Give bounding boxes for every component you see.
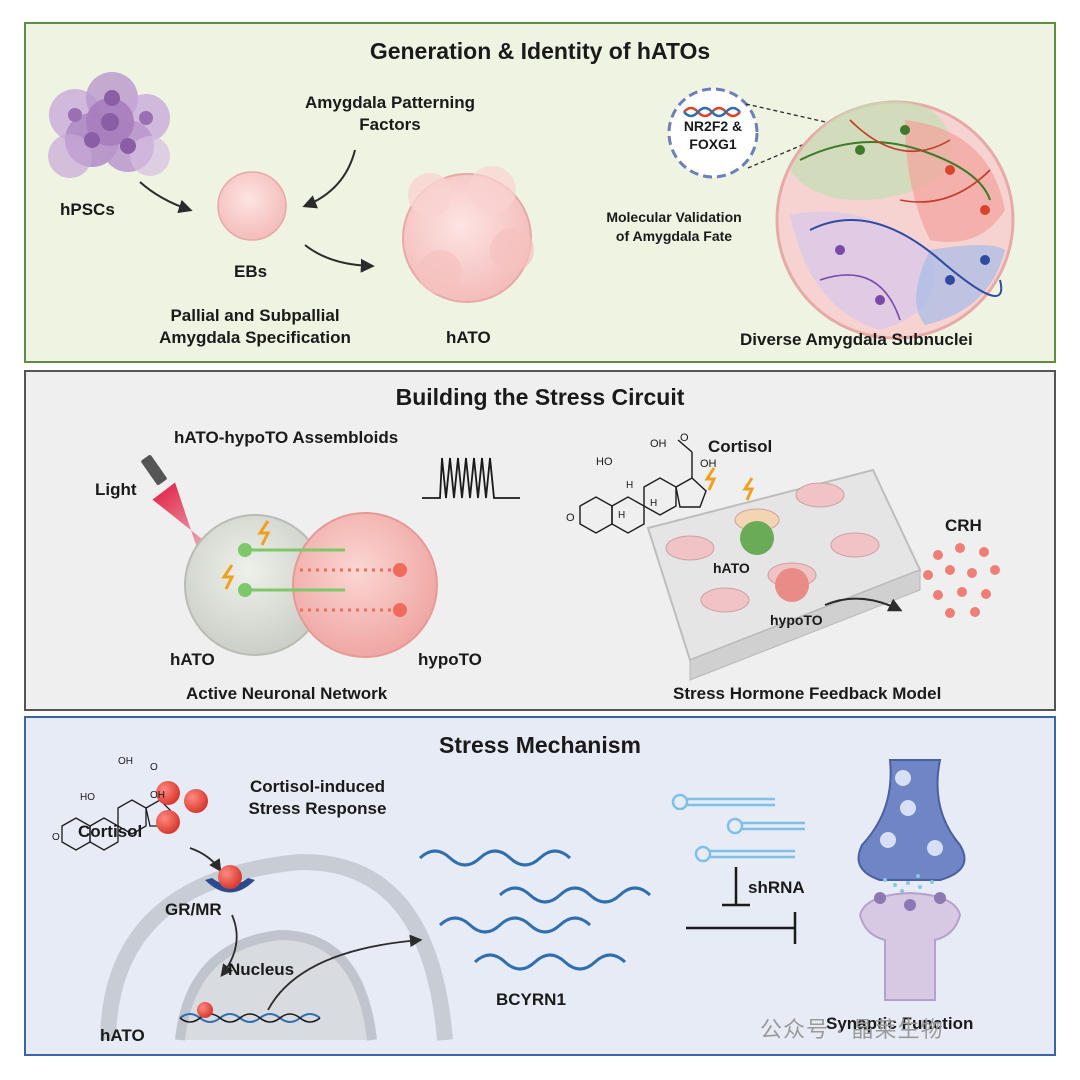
- stress-mechanism-title: Stress Mechanism: [439, 732, 641, 758]
- crh-label: CRH: [945, 516, 982, 535]
- hpsc-to-eb-arrow: [139, 181, 193, 214]
- plate-hato-label: hATO: [713, 560, 750, 576]
- cortisol-to-receptor-arrow: [189, 847, 222, 873]
- patterning-label: Amygdala Patterning Factors: [304, 93, 476, 135]
- crh-release-arrow: [824, 597, 903, 612]
- crh-particles: [923, 543, 1000, 618]
- chem-oh-top: OH: [650, 438, 667, 450]
- assembloids-label: hATO-hypoTO Assembloids: [174, 428, 399, 447]
- nucleus-envelope: [175, 929, 377, 1041]
- chem-small-o-top: O: [150, 762, 158, 773]
- plate-hypoto-label: hypoTO: [770, 612, 823, 628]
- hato-organoid: [402, 166, 534, 303]
- gr-mr-label: GR/MR: [165, 900, 222, 919]
- assembloid: [184, 512, 438, 658]
- dna-binding: [179, 1002, 321, 1023]
- stress-circuit-title: Building the Stress Circuit: [395, 384, 685, 410]
- network-label: Active Neuronal Network: [186, 684, 388, 703]
- feedback-label: Stress Hormone Feedback Model: [673, 684, 942, 703]
- amygdala-subnuclei-organoid: [775, 100, 1015, 340]
- shrna-hairpins: [671, 793, 805, 863]
- cortisol-structure: [579, 439, 707, 534]
- synapse: [857, 759, 966, 1001]
- gene-names-label: NR2F2 & FOXG1: [683, 118, 743, 152]
- eb-sphere: [217, 171, 287, 241]
- cortisol-label-p3: Cortisol: [78, 822, 143, 841]
- light-label: Light: [95, 480, 137, 499]
- hato-label-p1: hATO: [446, 328, 491, 347]
- transcription-arrow: [267, 934, 423, 1011]
- chem-small-ho: HO: [80, 792, 95, 803]
- patterning-arrow: [302, 149, 356, 209]
- culture-plate: [646, 468, 922, 681]
- hato-label-p3: hATO: [100, 1026, 145, 1045]
- hpsc-cluster: [48, 72, 170, 178]
- validation-label: Molecular Validation of Amygdala Fate: [606, 209, 742, 244]
- assembloid-hypoto-label: hypoTO: [418, 650, 482, 669]
- bcyrn1-rna: [418, 849, 652, 971]
- chem-h-3: H: [618, 510, 626, 521]
- hpscs-label: hPSCs: [60, 200, 115, 219]
- chem-small-oh-right: OH: [150, 790, 165, 801]
- synaptic-label: Synaptic Function: [826, 1014, 974, 1033]
- bcyrn1-label: BCYRN1: [496, 990, 566, 1009]
- shrna-inhibit: [722, 867, 750, 907]
- chem-h-2: H: [650, 498, 658, 509]
- gr-mr-receptor: [205, 865, 255, 893]
- bcyrn1-inhibit-line: [686, 912, 797, 944]
- cortisol-label-p2: Cortisol: [708, 437, 773, 456]
- cortisol-molecules: [156, 781, 208, 834]
- receptor-to-nucleus-arrow: [220, 914, 238, 978]
- ebs-label: EBs: [234, 262, 268, 281]
- spike-trace: [422, 457, 520, 499]
- subnuclei-label: Diverse Amygdala Subnuclei: [740, 330, 973, 349]
- cortisol-bolt-2: [742, 477, 755, 501]
- chem-small-oh-top: OH: [118, 756, 133, 767]
- chem-o-top: O: [680, 432, 689, 444]
- stress-response-label: Cortisol-induced Stress Response: [248, 777, 387, 819]
- assembloid-hato-label: hATO: [170, 650, 215, 669]
- shrna-label: shRNA: [748, 878, 805, 897]
- cortisol-bolt-1: [704, 467, 717, 491]
- chem-o-bottom: O: [566, 512, 575, 524]
- chem-h-1: H: [626, 480, 634, 491]
- cell-membrane: [100, 853, 453, 1041]
- chem-small-o-bottom: O: [52, 832, 60, 843]
- generation-title: Generation & Identity of hATOs: [369, 38, 711, 64]
- chem-ho: HO: [596, 456, 613, 468]
- gene-dna-icon: [667, 87, 759, 179]
- nucleus-label: Nucleus: [228, 960, 295, 979]
- chem-oh-right: OH: [700, 458, 717, 470]
- watermark: 公众号 · 晶莱生物: [760, 1017, 944, 1042]
- eb-to-hato-arrow: [304, 244, 375, 273]
- specification-label: Pallial and Subpallial Amygdala Specific…: [159, 306, 351, 348]
